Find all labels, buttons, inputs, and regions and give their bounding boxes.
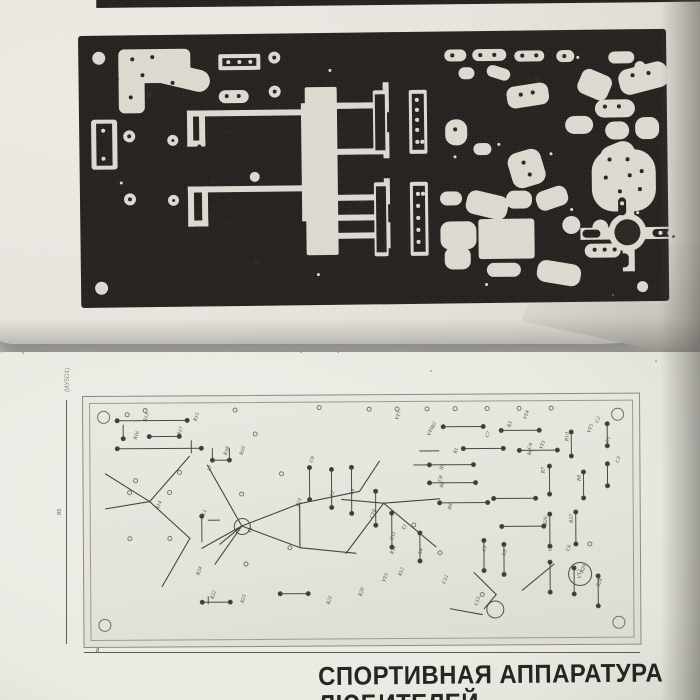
ref-R26: R26: [542, 516, 550, 526]
dimension-line-height: [66, 400, 67, 644]
transistor-vt2-outline: VT2: [568, 561, 593, 587]
pcb-artwork-main: [78, 28, 670, 308]
dimension-line-width: [84, 652, 640, 653]
paper-speck: [337, 351, 339, 353]
ref-R7: R7: [540, 466, 547, 474]
article-headline: СПОРТИВНАЯ АППАРАТУРА ЛЮБИТЕЛЕЙ: [317, 657, 679, 700]
ref-R27: R27: [568, 513, 576, 524]
paper-speck: [655, 360, 657, 362]
body-text-tail: (ИУ5О1): [64, 367, 71, 392]
paper-speck: [612, 294, 614, 296]
board-hole-lower: [486, 600, 505, 619]
headline-line-2: ЛЮБИТЕЛЕЙ: [318, 687, 649, 700]
placement-wiring: [104, 405, 611, 616]
component-placement-diagram: VT2 R13 R16 R17 R15 R18 R19 L7 L1 T1 R14…: [82, 392, 642, 648]
page-right-edge-shadow: [660, 0, 700, 700]
paper-speck: [22, 352, 24, 354]
paper-speck: [672, 235, 675, 238]
headline-line-1: СПОРТИВНАЯ АППАРАТУРА: [317, 657, 664, 691]
ref-R8: R8: [576, 474, 583, 482]
dimension-label-height: 95: [57, 509, 63, 515]
dimension-label-corner-a: 8: [96, 648, 99, 654]
paper-speck: [300, 351, 302, 353]
ref-R10: R10: [564, 431, 571, 442]
paper-speck: [430, 370, 432, 372]
